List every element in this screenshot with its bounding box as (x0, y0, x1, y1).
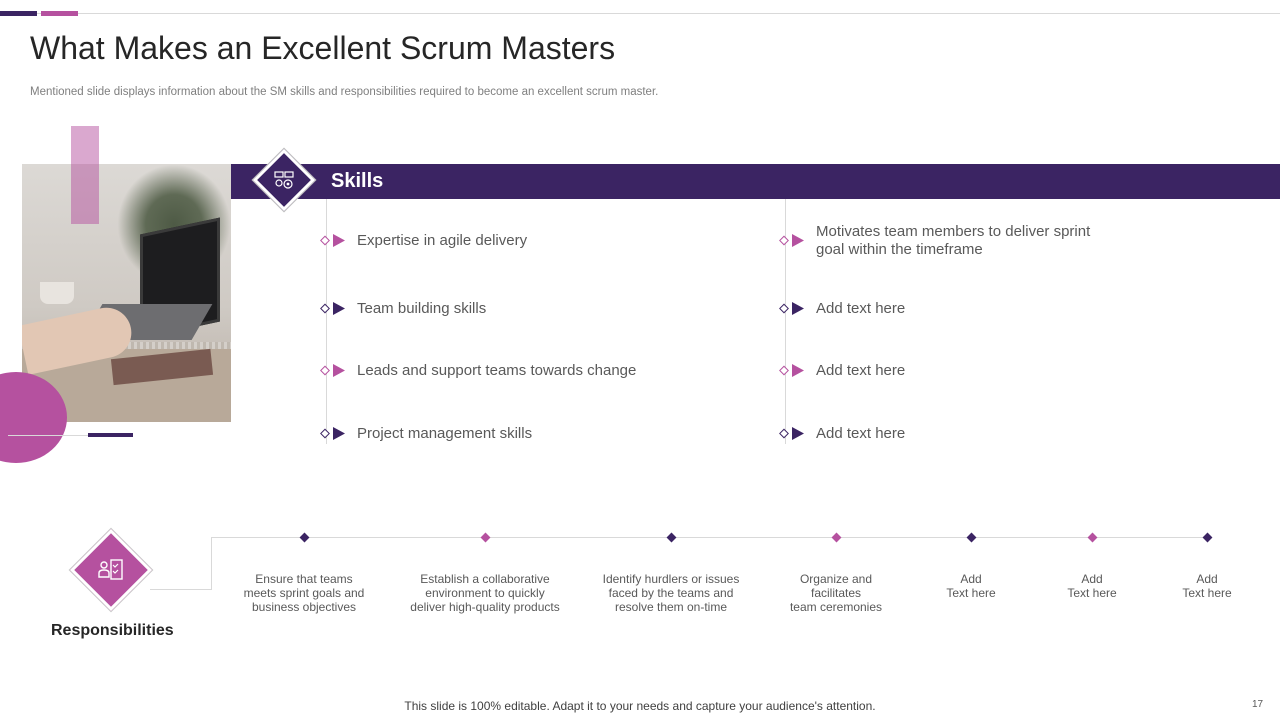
timeline-diamond-icon (1087, 532, 1097, 543)
bullet-arrow-icon (779, 424, 809, 444)
top-accent-pink (41, 11, 78, 16)
slide-subtitle: Mentioned slide displays information abo… (30, 86, 659, 98)
skill-item: Add text here (816, 425, 906, 442)
user-checklist-icon (98, 559, 123, 580)
responsibility-item: Add Text here (1182, 572, 1232, 600)
responsibilities-heading: Responsibilities (51, 622, 174, 639)
team-gears-icon (274, 171, 294, 189)
timeline-diamond-icon (299, 532, 309, 543)
skill-item: Project management skills (357, 425, 533, 442)
responsibility-item: Identify hurdlers or issues faced by the… (602, 572, 740, 614)
bullet-arrow-icon (320, 361, 350, 381)
connector-line (150, 589, 212, 590)
responsibility-item: Ensure that teams meets sprint goals and… (243, 572, 365, 614)
responsibility-item: Organize and facilitates team ceremonies (789, 572, 883, 614)
responsibility-item: Add Text here (1067, 572, 1117, 600)
responsibility-item: Establish a collaborative environment to… (410, 572, 560, 614)
decor-dark-line (88, 433, 133, 437)
bullet-arrow-icon (320, 424, 350, 444)
bullet-arrow-icon (779, 231, 809, 251)
timeline-diamond-icon (480, 532, 490, 543)
skills-banner (231, 164, 1280, 199)
skill-item: Motivates team members to deliver sprint… (816, 223, 1091, 258)
footer-note: This slide is 100% editable. Adapt it to… (404, 699, 876, 713)
page-number: 17 (1252, 699, 1264, 710)
skill-item: Team building skills (357, 300, 487, 317)
connector-line-vertical (211, 537, 212, 590)
timeline-diamond-icon (1202, 532, 1212, 543)
timeline-diamond-icon (966, 532, 976, 543)
bullet-arrow-icon (320, 231, 350, 251)
timeline-diamond-icon (666, 532, 676, 543)
timeline-diamond-icon (831, 532, 841, 543)
skills-left-divider (326, 199, 327, 444)
top-rule (0, 13, 1280, 14)
skill-item: Add text here (816, 300, 906, 317)
decor-thin-line (8, 435, 90, 436)
responsibility-item: Add Text here (946, 572, 996, 600)
skill-item: Leads and support teams towards change (357, 362, 637, 379)
responsibilities-timeline (211, 537, 1211, 538)
bullet-arrow-icon (779, 361, 809, 381)
top-accent-dark (0, 11, 37, 16)
bullet-arrow-icon (320, 299, 350, 319)
skills-right-divider (785, 199, 786, 444)
bullet-arrow-icon (779, 299, 809, 319)
slide-title: What Makes an Excellent Scrum Masters (30, 30, 616, 66)
laptop-photo (22, 164, 231, 422)
decor-pink-bar (71, 126, 99, 224)
skill-item: Expertise in agile delivery (357, 232, 528, 249)
skills-heading: Skills (331, 170, 384, 192)
skill-item: Add text here (816, 362, 906, 379)
